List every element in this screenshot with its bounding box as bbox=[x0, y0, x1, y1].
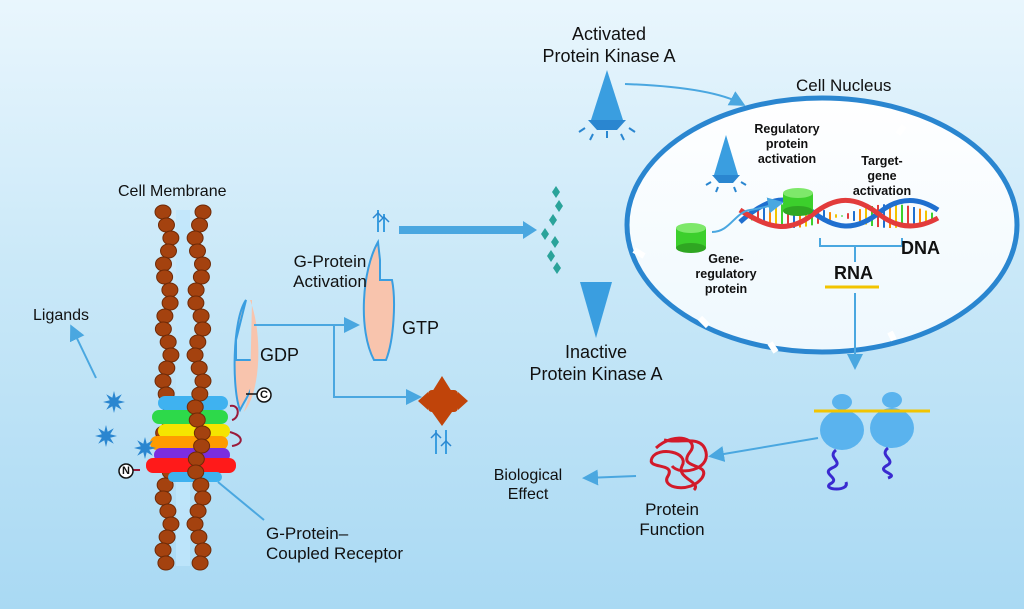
reg-activation-line3: activation bbox=[757, 152, 817, 166]
n-terminus-marker bbox=[118, 463, 134, 479]
reg-activation-line1: Regulatory bbox=[754, 122, 820, 136]
cell-membrane-label: Cell Membrane bbox=[118, 183, 227, 200]
gene-reg-line3: protein bbox=[704, 282, 748, 296]
activated-regulatory-protein-shape bbox=[783, 188, 813, 216]
gdp-label: GDP bbox=[260, 345, 300, 365]
regulatory-binding-arrow bbox=[711, 197, 784, 233]
reg-activation-line2: protein bbox=[765, 137, 809, 151]
c-terminus-label: C bbox=[260, 389, 268, 401]
protein-function-line1: Protein bbox=[645, 500, 699, 519]
bio-effect-line2: Effect bbox=[507, 486, 549, 504]
protein-function-label: Protein Function bbox=[624, 500, 720, 541]
gprotein-activation-line1: G-Protein bbox=[293, 252, 367, 271]
ligand-release-arrow bbox=[69, 324, 97, 379]
target-gene-line1: Target- bbox=[861, 154, 903, 168]
ribosomes bbox=[814, 392, 930, 491]
g-protein-activation-label: G-Protein Activation bbox=[278, 252, 382, 293]
activated-pka-line1: Activated bbox=[571, 24, 647, 44]
target-gene-line2: gene bbox=[867, 169, 897, 183]
gene-regulatory-protein-shape bbox=[676, 223, 706, 253]
pka-to-nucleus-arrow bbox=[624, 83, 746, 106]
catalytic-subunits bbox=[541, 186, 563, 274]
inactive-pka-label: Inactive Protein Kinase A bbox=[518, 342, 674, 385]
target-gene-line3: activation bbox=[852, 184, 912, 198]
gpcr-line1: G-Protein– bbox=[266, 524, 349, 543]
n-terminus-label: N bbox=[122, 465, 130, 477]
dna-label: DNA bbox=[901, 238, 940, 258]
inactive-pka-shape bbox=[580, 282, 612, 338]
gene-bracket bbox=[819, 238, 903, 247]
gene-reg-line1: Gene- bbox=[708, 252, 744, 266]
inactive-pka-line1: Inactive bbox=[564, 342, 628, 362]
activation-arrow bbox=[399, 221, 537, 239]
gprotein-activation-line2: Activation bbox=[293, 272, 367, 292]
gtp-label: GTP bbox=[402, 318, 440, 338]
activated-pka-label: Activated Protein Kinase A bbox=[530, 24, 688, 67]
cell-membrane bbox=[154, 204, 190, 571]
pka-in-nucleus-shape bbox=[705, 135, 747, 193]
ligands-label: Ligands bbox=[33, 307, 90, 324]
membrane-front-strand bbox=[186, 204, 212, 571]
regulatory-protein-activation-label: Regulatory protein activation bbox=[742, 122, 832, 167]
gene-regulatory-protein-label: Gene- regulatory protein bbox=[686, 252, 766, 297]
to-effector-arrow bbox=[333, 325, 422, 405]
gpcr-pointer-line bbox=[217, 481, 265, 521]
activated-pka-shape bbox=[578, 70, 636, 141]
biological-effect-arrow bbox=[582, 469, 637, 486]
g-protein-gdp-shape bbox=[233, 299, 259, 413]
target-gene-activation-label: Target- gene activation bbox=[840, 154, 924, 199]
effector-enzyme-shape bbox=[418, 376, 468, 454]
inactive-pka-line2: Protein Kinase A bbox=[529, 363, 663, 384]
cell-nucleus-label: Cell Nucleus bbox=[796, 76, 892, 95]
folded-protein-shape bbox=[649, 436, 708, 492]
g-protein-gtp-shape bbox=[362, 210, 395, 361]
bio-effect-line1: Biological bbox=[493, 467, 563, 484]
gpcr-label: G-Protein– Coupled Receptor bbox=[266, 524, 403, 565]
gene-reg-line2: regulatory bbox=[695, 267, 757, 281]
translation-arrow bbox=[708, 437, 819, 462]
c-terminus-marker bbox=[256, 387, 272, 403]
ligand-molecules bbox=[95, 391, 156, 459]
activated-pka-line2: Protein Kinase A bbox=[542, 45, 676, 66]
protein-function-line2: Function bbox=[639, 520, 705, 540]
rna-label: RNA bbox=[834, 263, 873, 283]
gpcr-line2: Coupled Receptor bbox=[266, 544, 404, 564]
biological-effect-label: Biological Effect bbox=[482, 466, 574, 504]
